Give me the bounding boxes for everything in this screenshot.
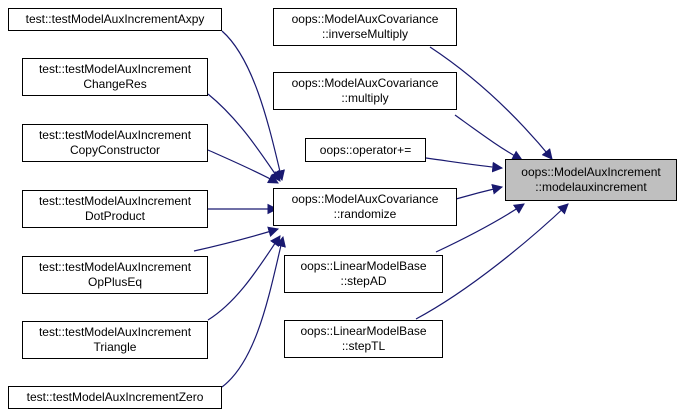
edge-axpy-randomize <box>221 30 285 182</box>
edge-stepad-target <box>435 203 525 253</box>
node-label: ::stepTL <box>341 339 386 353</box>
node-inverse-multiply[interactable]: oops::ModelAuxCovariance ::inverseMultip… <box>273 8 457 46</box>
node-label: test::testModelAuxIncrement <box>38 260 192 274</box>
node-modelauxincrement-focus[interactable]: oops::ModelAuxIncrement ::modelauxincrem… <box>505 159 677 201</box>
edge-opplus-randomize <box>193 226 280 252</box>
node-label: ChangeRes <box>83 77 147 91</box>
node-step-ad[interactable]: oops::LinearModelBase ::stepAD <box>284 255 443 293</box>
edge-changeres-randomize <box>207 93 281 182</box>
node-test-dotproduct[interactable]: test::testModelAuxIncrement DotProduct <box>22 190 208 228</box>
node-label: test::testModelAuxIncrement <box>38 194 192 208</box>
edge-operator-target <box>425 157 504 173</box>
node-operator-plus-eq[interactable]: oops::operator+= <box>305 138 426 162</box>
edge-invmult-target <box>429 46 553 160</box>
edge-zero-randomize <box>221 235 286 388</box>
edge-multiply-target <box>454 114 523 161</box>
node-label: oops::ModelAuxCovariance <box>291 76 439 90</box>
node-label: DotProduct <box>84 209 146 223</box>
node-label: OpPlusEq <box>87 275 143 289</box>
node-label: test::testModelAuxIncrement <box>38 62 192 76</box>
node-label: oops::ModelAuxCovariance <box>291 12 439 26</box>
node-test-axpy[interactable]: test::testModelAuxIncrementAxpy <box>8 8 222 31</box>
node-label: oops::ModelAuxIncrement <box>521 165 661 179</box>
node-test-zero[interactable]: test::testModelAuxIncrementZero <box>8 386 222 409</box>
edge-steptl-target <box>415 203 569 320</box>
node-test-triangle[interactable]: test::testModelAuxIncrement Triangle <box>22 321 208 359</box>
node-multiply[interactable]: oops::ModelAuxCovariance ::multiply <box>273 72 457 110</box>
node-label: ::multiply <box>341 91 389 105</box>
node-label: test::testModelAuxIncrement <box>38 128 192 142</box>
node-label: oops::operator+= <box>319 142 412 157</box>
node-label: CopyConstructor <box>69 143 161 157</box>
node-label: ::modelauxincrement <box>535 180 647 194</box>
node-test-opplus[interactable]: test::testModelAuxIncrement OpPlusEq <box>22 256 208 294</box>
node-label: oops::ModelAuxCovariance <box>291 192 439 206</box>
node-label: Triangle <box>93 340 137 354</box>
node-label: ::inverseMultiply <box>321 27 409 41</box>
node-test-copyconstructor[interactable]: test::testModelAuxIncrement CopyConstruc… <box>22 124 208 162</box>
node-test-changeres[interactable]: test::testModelAuxIncrement ChangeRes <box>22 58 208 96</box>
node-label: test::testModelAuxIncrement <box>38 325 192 339</box>
node-label: test::testModelAuxIncrementZero <box>26 390 204 404</box>
edge-triangle-randomize <box>207 235 281 321</box>
node-label: ::stepAD <box>340 274 387 288</box>
node-label: oops::LinearModelBase <box>300 259 427 273</box>
edge-copyctor-randomize <box>207 149 279 184</box>
node-step-tl[interactable]: oops::LinearModelBase ::stepTL <box>284 320 443 358</box>
node-label: ::randomize <box>333 207 397 221</box>
node-label: test::testModelAuxIncrementAxpy <box>25 12 205 26</box>
node-randomize[interactable]: oops::ModelAuxCovariance ::randomize <box>273 188 457 226</box>
node-label: oops::LinearModelBase <box>300 324 427 338</box>
edge-randomize-target <box>455 183 504 200</box>
